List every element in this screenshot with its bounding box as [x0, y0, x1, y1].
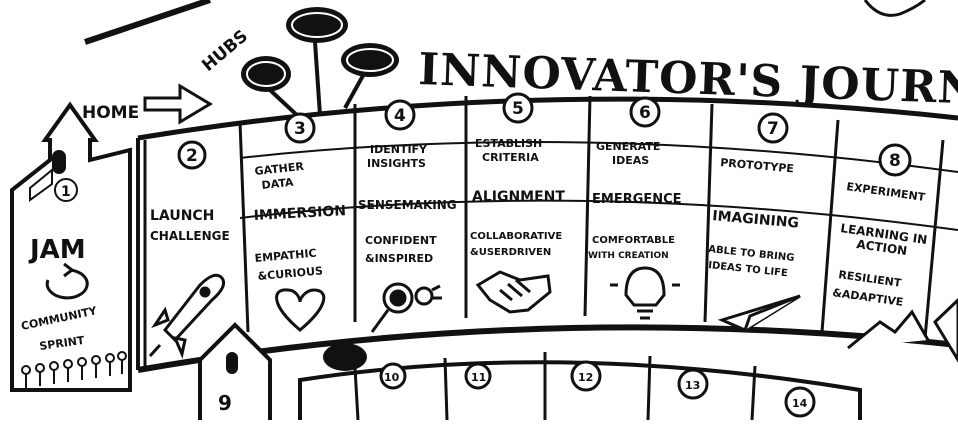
- home-label: HOME: [82, 103, 139, 123]
- lower-number: 13: [685, 379, 700, 392]
- stage-mindset: EMPATHIC: [254, 247, 317, 265]
- stage-mindset: COLLABORATIVE: [470, 231, 562, 242]
- magnifier-icon: [370, 282, 442, 333]
- stage-mindset: RESILIENT: [838, 268, 903, 290]
- mountain-icon: [847, 309, 930, 350]
- journey-band: [136, 95, 958, 373]
- stage-activity: INSIGHTS: [367, 157, 426, 170]
- stage-mindset: &INSPIRED: [365, 252, 433, 265]
- lower-number: 11: [471, 371, 486, 384]
- stage-mode: EMERGENCE: [592, 192, 682, 207]
- stage-number: 8: [889, 151, 901, 171]
- stage-mode: SENSEMAKING: [358, 198, 457, 212]
- stage-8: 8 EXPERIMENT LEARNING IN ACTION RESILIEN…: [832, 143, 930, 350]
- stage-5: 5 ESTABLISH CRITERIA ALIGNMENT COLLABORA…: [470, 92, 565, 314]
- stage-mode: IMMERSION: [253, 203, 346, 224]
- stage-number: 2: [186, 146, 198, 166]
- stage-mindset: WITH CREATION: [588, 251, 669, 261]
- page-title: INNOVATOR'S JOURNEY: [418, 44, 958, 117]
- stage-7: 7 PROTOTYPE IMAGINING ABLE TO BRING IDEA…: [708, 112, 801, 332]
- stage-3: 3 GATHER DATA IMMERSION EMPATHIC &CURIOU…: [253, 112, 346, 332]
- rocket-icon: [148, 273, 226, 359]
- lightbulb-icon: [610, 266, 680, 320]
- stage-6: 6 GENERATE IDEAS EMERGENCE COMFORTABLE W…: [588, 96, 682, 320]
- stage-activity: CRITERIA: [482, 151, 539, 164]
- top-arc-decoration: [84, 0, 211, 45]
- hub-balloon-lower: [323, 343, 367, 371]
- people-icon: [21, 351, 127, 388]
- jam-house: 1 JAM COMMUNITY SPRINT: [10, 101, 132, 392]
- continue-arrow-icon: [933, 297, 958, 363]
- stage-mindset: &CURIOUS: [257, 264, 323, 283]
- stage-mindset: CONFIDENT: [365, 234, 437, 247]
- stage-activity: PROTOTYPE: [720, 156, 795, 175]
- stage-activity: ESTABLISH: [475, 137, 542, 150]
- stage-number: 3: [294, 119, 306, 139]
- house-number: 9: [218, 391, 232, 415]
- stage-number: 4: [394, 106, 406, 126]
- jam-name: JAM: [28, 235, 86, 265]
- stage-activity: LAUNCH: [150, 208, 214, 224]
- handshake-icon: [475, 270, 552, 314]
- stage-mindset: COMFORTABLE: [592, 235, 675, 246]
- corner-hand-sketch: [863, 0, 926, 17]
- stage-4: 4 IDENTIFY INSIGHTS SENSEMAKING CONFIDEN…: [358, 99, 457, 333]
- stage-activity: EXPERIMENT: [846, 180, 927, 204]
- stage-mindset: IDEAS TO LIFE: [708, 260, 789, 279]
- stage-mindset: &ADAPTIVE: [832, 286, 905, 309]
- stage-activity: GENERATE: [596, 140, 660, 153]
- stage-mode: IMAGINING: [712, 208, 800, 232]
- stage-number: 5: [512, 99, 524, 119]
- paper-plane-icon: [717, 294, 801, 332]
- stage-number: 6: [639, 103, 651, 123]
- stage-activity: IDEAS: [612, 154, 649, 167]
- hub-balloons: [241, 7, 399, 120]
- lower-row: 9 10 11 12 13 14: [198, 322, 862, 421]
- cycle-arrow-icon: [45, 268, 89, 300]
- stage-2: 2 LAUNCH CHALLENGE: [148, 140, 230, 359]
- jam-subtitle-2: SPRINT: [39, 334, 86, 353]
- stage-activity: CHALLENGE: [150, 229, 230, 243]
- lower-number: 10: [384, 371, 400, 384]
- stage-number: 7: [767, 119, 779, 139]
- lower-number: 12: [578, 371, 593, 384]
- home-arrow-icon: [143, 83, 213, 125]
- lower-numbers: 10 11 12 13 14: [379, 360, 816, 418]
- jam-number: 1: [61, 184, 71, 200]
- stage-mindset: &USERDRIVEN: [470, 247, 551, 258]
- stage-mode: ALIGNMENT: [472, 189, 565, 205]
- heart-icon: [275, 288, 326, 332]
- stage-activity: DATA: [261, 176, 295, 192]
- lower-number: 14: [792, 397, 808, 410]
- stage-activity: IDENTIFY: [370, 143, 428, 156]
- stage-activity: GATHER: [254, 160, 305, 178]
